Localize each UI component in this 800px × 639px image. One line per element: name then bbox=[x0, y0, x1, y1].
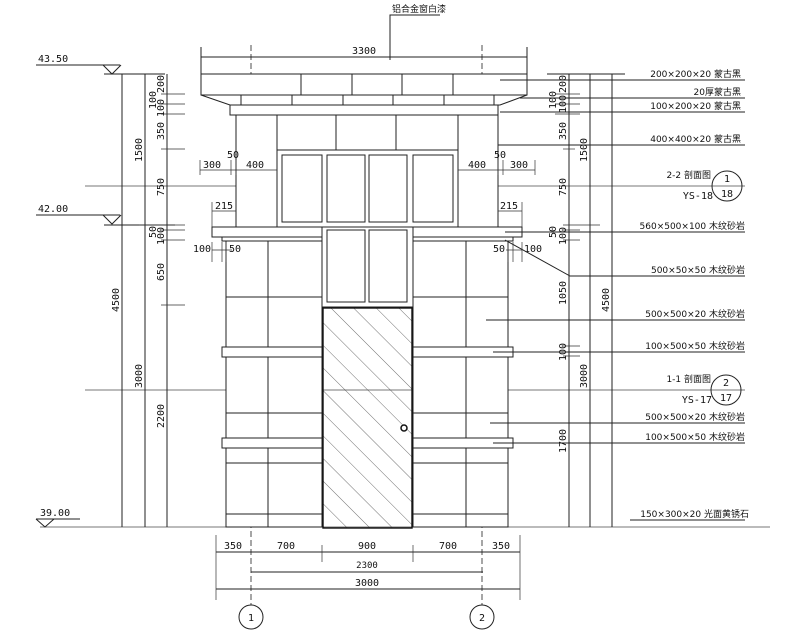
dim-label: 400 bbox=[246, 160, 264, 171]
dim-label: 100 bbox=[156, 99, 167, 117]
material-label: 500×500×20 木纹砂岩 bbox=[645, 411, 745, 423]
door[interactable] bbox=[322, 307, 413, 529]
material-label: 560×500×100 木纹砂岩 bbox=[640, 220, 745, 232]
lower-body bbox=[221, 240, 514, 528]
axis-label: 1 bbox=[248, 613, 254, 624]
dim-label: 700 bbox=[439, 541, 457, 552]
dim-label: 650 bbox=[156, 263, 167, 281]
axis-bubble-2: 2 bbox=[469, 604, 495, 630]
dim-label: 750 bbox=[558, 178, 569, 196]
dim-label: 100 bbox=[558, 95, 569, 113]
section-ref-2-2[interactable]: 1 18 2-2 剖面图 YS-18 bbox=[666, 169, 743, 202]
glass-pane bbox=[368, 154, 408, 223]
section-ref-sheet-number: 18 bbox=[721, 189, 733, 200]
dim-label: 350 bbox=[558, 122, 569, 140]
left-dimensions: 4500 1500 3000 200 100 100 350 750 50 10… bbox=[111, 74, 185, 527]
material-label: 150×300×20 光面黄锈石 bbox=[640, 508, 749, 520]
dim-label: 4500 bbox=[601, 288, 612, 312]
dim-label: 300 bbox=[203, 160, 221, 171]
dim-label: 700 bbox=[277, 541, 295, 552]
elevation-mark-top: 43.50 bbox=[36, 54, 165, 75]
material-label: 200×200×20 蒙古黑 bbox=[650, 68, 741, 80]
dim-label: 100 bbox=[558, 227, 569, 245]
elevation-value: 39.00 bbox=[40, 508, 70, 519]
section-ref-1-1[interactable]: 2 17 1-1 剖面图 YS-17 bbox=[666, 373, 742, 406]
material-label: 400×400×20 蒙古黑 bbox=[650, 133, 741, 145]
dim-label: 4500 bbox=[111, 288, 122, 312]
dim-label: 300 bbox=[510, 160, 528, 171]
cornice bbox=[200, 73, 528, 116]
glass-pane bbox=[326, 229, 366, 303]
dim-label: 215 bbox=[500, 201, 518, 212]
detail-dimensions: 300 50 400 400 50 300 215 215 100 50 50 … bbox=[193, 150, 542, 262]
dim-label: 50 bbox=[148, 226, 159, 238]
dim-label: 100 bbox=[548, 91, 559, 109]
material-label: 20厚蒙古黑 bbox=[694, 86, 741, 98]
door-handle-icon[interactable] bbox=[400, 424, 408, 432]
axis-label: 2 bbox=[479, 613, 485, 624]
dim-label: 200 bbox=[558, 75, 569, 93]
dim-label: 3000 bbox=[579, 364, 590, 388]
glass-pane bbox=[368, 229, 408, 303]
dim-label: 50 bbox=[229, 244, 241, 255]
window-note-text: 铝合金窗白漆 bbox=[392, 3, 446, 15]
dim-label: 1500 bbox=[579, 138, 590, 162]
dim-label: 50 bbox=[494, 150, 506, 161]
lower-window bbox=[321, 226, 414, 308]
material-label: 100×500×50 木纹砂岩 bbox=[645, 431, 745, 443]
dim-3300: 3300 bbox=[352, 46, 376, 57]
dim-label: 50 bbox=[227, 150, 239, 161]
bottom-dimensions: 350 700 900 700 350 2300 3000 bbox=[215, 535, 521, 600]
dim-label: 100 bbox=[148, 91, 159, 109]
dim-label: 215 bbox=[215, 201, 233, 212]
dim-label: 350 bbox=[156, 122, 167, 140]
section-ref-sheet-number: 17 bbox=[720, 393, 732, 404]
section-ref-number: 2 bbox=[723, 378, 729, 389]
material-label: 100×500×50 木纹砂岩 bbox=[645, 340, 745, 352]
section-ref-sheet: YS-17 bbox=[682, 395, 712, 406]
glass-pane bbox=[326, 154, 366, 223]
cornice-dimension: 3300 bbox=[200, 46, 528, 74]
section-ref-sheet: YS-18 bbox=[683, 191, 713, 202]
elevation-value: 42.00 bbox=[38, 204, 68, 215]
dim-label: 1050 bbox=[558, 281, 569, 305]
dim-label: 350 bbox=[224, 541, 242, 552]
dim-label: 3000 bbox=[134, 364, 145, 388]
glass-pane bbox=[281, 154, 323, 223]
dim-label: 100 bbox=[193, 244, 211, 255]
dim-label: 350 bbox=[492, 541, 510, 552]
elevation-value: 43.50 bbox=[38, 54, 68, 65]
window-note: 铝合金窗白漆 bbox=[389, 3, 446, 60]
material-label: 500×500×20 木纹砂岩 bbox=[645, 308, 745, 320]
section-ref-number: 1 bbox=[724, 174, 730, 185]
dim-label: 1500 bbox=[134, 138, 145, 162]
dim-label: 1700 bbox=[558, 429, 569, 453]
axis-bubble-1: 1 bbox=[238, 604, 264, 630]
section-ref-label: 2-2 剖面图 bbox=[666, 169, 711, 181]
material-label: 100×200×20 蒙古黑 bbox=[650, 100, 741, 112]
right-dimensions: 4500 1500 3000 200 100 100 350 750 50 10… bbox=[547, 73, 625, 527]
section-ref-label: 1-1 剖面图 bbox=[666, 373, 711, 385]
material-label: 500×50×50 木纹砂岩 bbox=[651, 264, 745, 276]
dim-label: 200 bbox=[156, 75, 167, 93]
glass-pane bbox=[412, 154, 454, 223]
elevation-mark-bottom: 39.00 bbox=[35, 508, 80, 528]
dim-label: 3000 bbox=[355, 578, 379, 589]
dim-label: 100 bbox=[524, 244, 542, 255]
elevation-mark-middle: 42.00 bbox=[36, 204, 175, 226]
dim-label: 750 bbox=[156, 178, 167, 196]
material-callouts: 200×200×20 蒙古黑 20厚蒙古黑 100×200×20 蒙古黑 400… bbox=[486, 68, 749, 521]
dim-label: 100 bbox=[156, 227, 167, 245]
dim-label: 2300 bbox=[356, 561, 378, 571]
dim-label: 400 bbox=[468, 160, 486, 171]
upper-window bbox=[276, 149, 459, 228]
dim-label: 2200 bbox=[156, 404, 167, 428]
dim-label: 50 bbox=[493, 244, 505, 255]
dim-label: 900 bbox=[358, 541, 376, 552]
